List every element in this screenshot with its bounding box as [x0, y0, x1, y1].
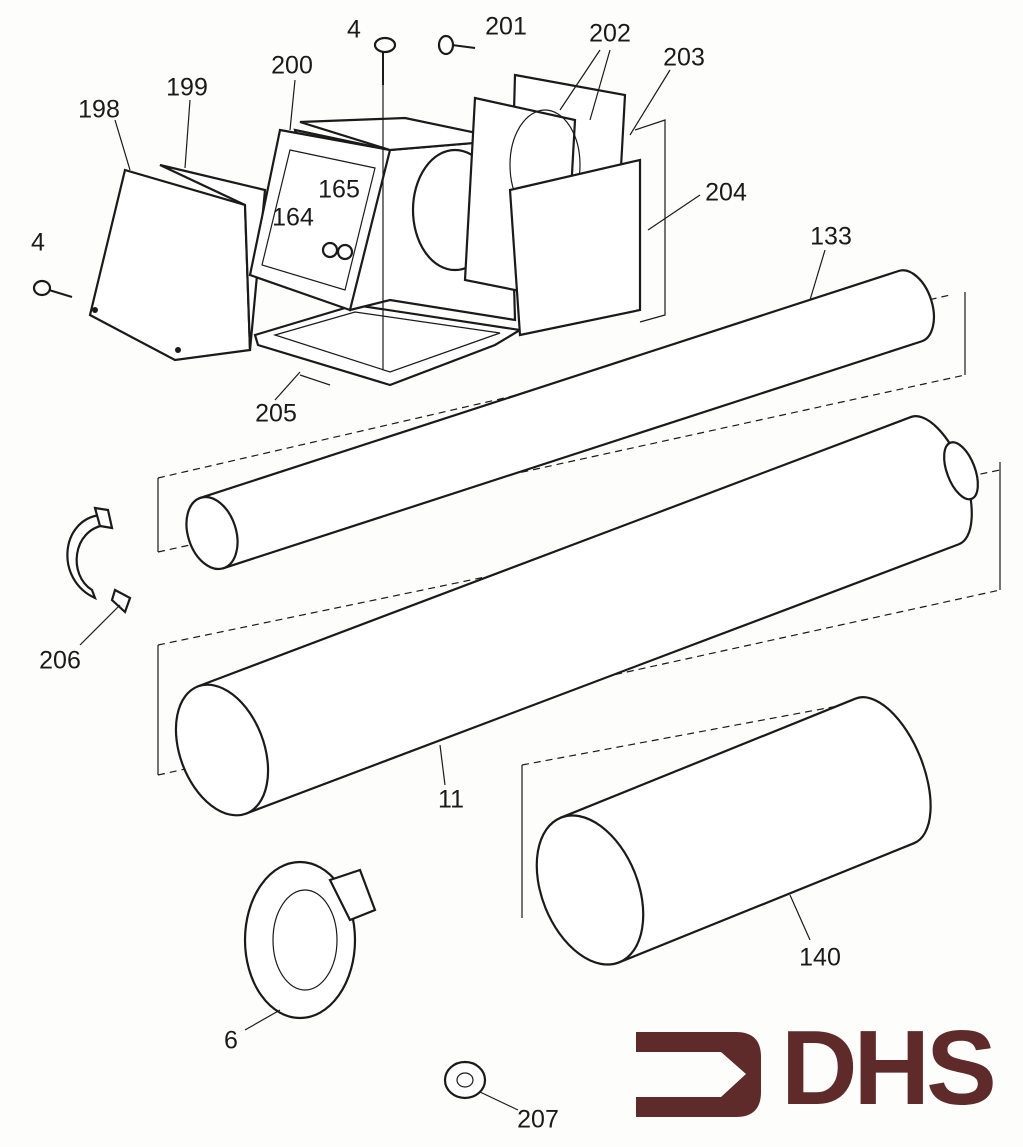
label-164: 164 [272, 203, 314, 232]
label-140: 140 [799, 943, 841, 972]
part-6-tape [243, 860, 377, 1020]
part-198-cover [88, 163, 267, 362]
label-screw-left: 4 [31, 228, 45, 257]
label-198: 198 [78, 95, 120, 124]
leader-lines [79, 49, 826, 1111]
part-11-pipe [174, 415, 979, 817]
screw-left [32, 279, 73, 298]
label-165: 165 [318, 175, 360, 204]
logo-text: DHS [781, 1009, 997, 1127]
label-6: 6 [224, 1026, 238, 1055]
label-207: 207 [517, 1105, 559, 1134]
label-202: 202 [589, 19, 631, 48]
part-204-panel [508, 158, 642, 337]
part-140-sleeve [535, 696, 932, 966]
part-205-base [253, 303, 524, 387]
part-207-roll [443, 1060, 487, 1100]
part-133-pipe [185, 269, 936, 571]
screw-top [373, 36, 397, 370]
label-206: 206 [39, 646, 81, 675]
label-133: 133 [810, 222, 852, 251]
arrow-logo-icon [636, 1032, 761, 1117]
label-199: 199 [166, 73, 208, 102]
label-screw-top: 4 [347, 15, 361, 44]
label-203: 203 [663, 43, 705, 72]
screw-201 [437, 34, 476, 56]
label-200: 200 [271, 51, 313, 80]
label-205: 205 [255, 399, 297, 428]
label-201: 201 [485, 12, 527, 41]
label-11: 11 [438, 785, 464, 814]
dhs-logo: DHS [636, 1015, 1006, 1122]
part-206-clip [66, 506, 132, 614]
label-204: 204 [705, 178, 747, 207]
